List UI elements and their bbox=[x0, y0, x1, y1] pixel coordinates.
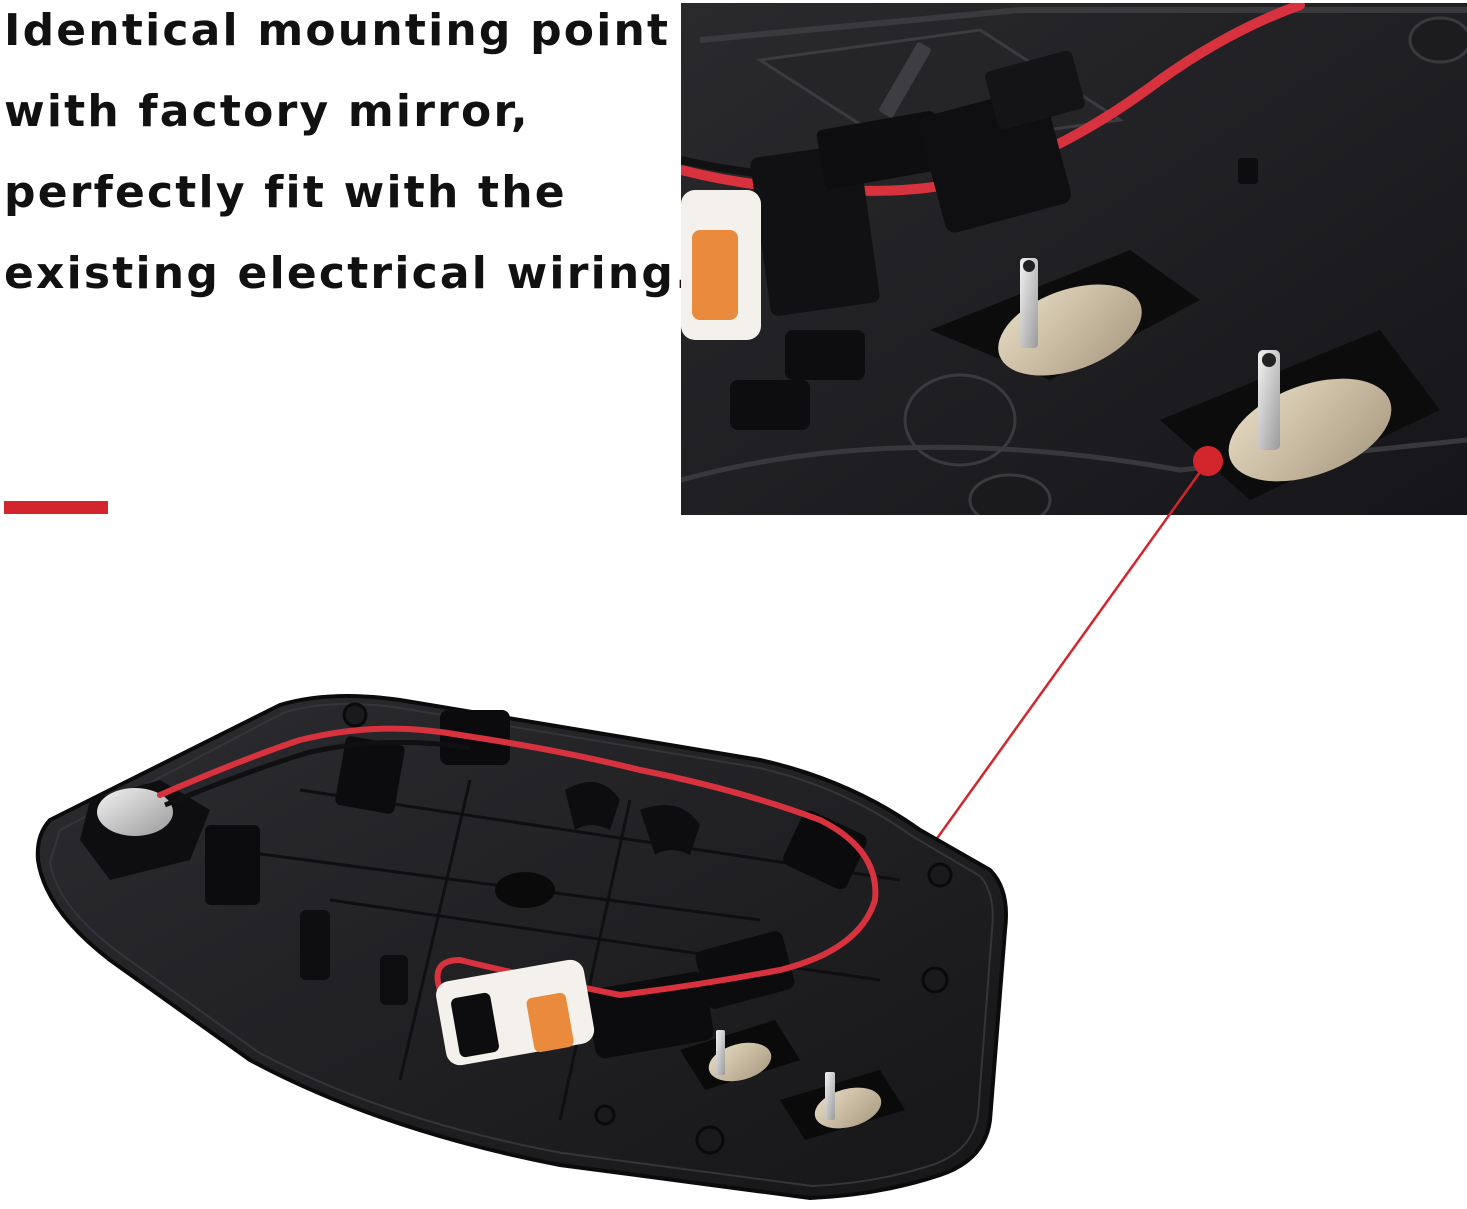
headline-line-1: Identical mounting point bbox=[4, 5, 671, 56]
abs-emboss bbox=[879, 42, 931, 118]
headline-line-2: with factory mirror, bbox=[4, 86, 530, 137]
zoom-detail-photo bbox=[681, 3, 1467, 515]
accent-bar bbox=[4, 501, 108, 514]
rr-emboss bbox=[565, 782, 700, 855]
mirror-backing-plate bbox=[35, 694, 1008, 1201]
headline-line-3: perfectly fit with the bbox=[4, 167, 567, 218]
headline: Identical mounting point with factory mi… bbox=[4, 0, 695, 314]
headline-line-4: existing electrical wiring. bbox=[4, 248, 695, 299]
red-dot-icon bbox=[1193, 446, 1223, 476]
